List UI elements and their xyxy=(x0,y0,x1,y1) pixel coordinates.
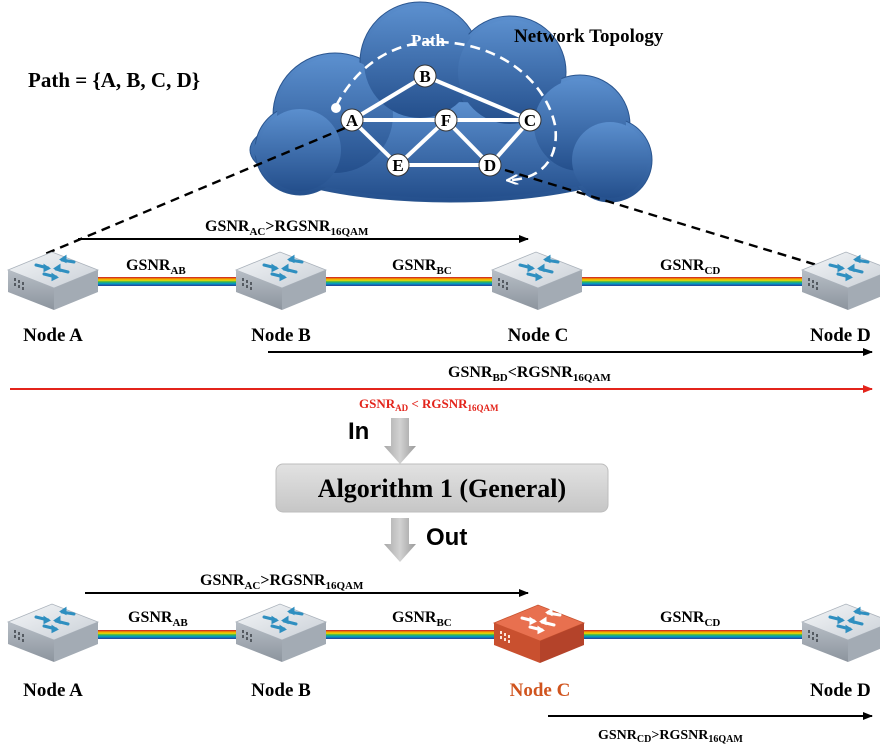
svg-text:D: D xyxy=(484,156,496,175)
top-node-b-icon xyxy=(234,250,328,312)
out-arrow xyxy=(384,518,416,562)
algorithm-box: Algorithm 1 (General) xyxy=(275,463,609,513)
top-label-gsnr-ac: GSNRAC>RGSNR16QAM xyxy=(205,218,369,238)
path-start-dot xyxy=(331,103,341,113)
bottom-label-gsnr-ac: GSNRAC>RGSNR16QAM xyxy=(200,572,364,592)
svg-text:B: B xyxy=(419,67,430,86)
top-node-d-icon xyxy=(800,250,880,312)
top-node-label-a: Node A xyxy=(23,325,83,346)
path-definition-label: Path = {A, B, C, D} xyxy=(28,68,200,92)
path-word-label: Path xyxy=(411,31,446,50)
bottom-node-label-b: Node B xyxy=(251,680,311,701)
topology-node-e: E xyxy=(386,153,410,177)
projection-line-right xyxy=(504,168,821,268)
bottom-span-label-cd: GSNRCD xyxy=(660,609,720,629)
top-node-labels: Node A Node B Node C Node D xyxy=(23,325,871,346)
projection-line-left xyxy=(44,126,346,256)
bottom-node-label-d: Node D xyxy=(810,680,871,701)
out-label: Out xyxy=(426,524,467,551)
topology-node-d: D xyxy=(478,153,502,177)
top-node-a-icon xyxy=(6,250,100,312)
bottom-span-label-bc: GSNRBC xyxy=(392,609,452,629)
topology-node-b: B xyxy=(413,64,437,88)
topology-node-a: A xyxy=(340,108,364,132)
top-label-gsnr-bd: GSNRBD<RGSNR16QAM xyxy=(448,364,611,384)
bottom-node-c-icon-highlighted xyxy=(492,603,586,665)
bottom-span-label-ab: GSNRAB xyxy=(128,609,188,629)
bottom-node-labels: Node A Node B Node C Node D xyxy=(23,680,871,701)
bottom-node-label-a: Node A xyxy=(23,680,83,701)
bottom-node-d-icon xyxy=(800,602,880,664)
top-label-gsnr-ad: GSNRAD < RGSNR16QAM xyxy=(359,396,499,413)
top-node-c-icon xyxy=(490,250,584,312)
algorithm-label: Algorithm 1 (General) xyxy=(318,474,566,503)
topology-node-f: F xyxy=(434,108,458,132)
topology-node-c: C xyxy=(518,108,542,132)
top-node-label-d: Node D xyxy=(810,325,871,346)
path-arc xyxy=(334,40,558,180)
in-label: In xyxy=(348,418,369,445)
top-node-label-b: Node B xyxy=(251,325,311,346)
top-span-label-cd: GSNRCD xyxy=(660,257,720,277)
bottom-label-gsnr-cd: GSNRCD>RGSNR16QAM xyxy=(598,728,743,745)
topology-nodes: B A F C E D xyxy=(340,64,542,177)
top-span-label-ab: GSNRAB xyxy=(126,257,186,277)
network-topology-title: Network Topology xyxy=(514,26,664,47)
bottom-span-labels: GSNRAB GSNRBC GSNRCD xyxy=(128,609,720,629)
in-arrow xyxy=(384,418,416,464)
bottom-node-label-c: Node C xyxy=(510,680,571,701)
bottom-fiber-links xyxy=(92,630,806,639)
svg-text:C: C xyxy=(524,111,536,130)
bottom-node-a-icon xyxy=(6,602,100,664)
top-node-label-c: Node C xyxy=(508,325,569,346)
top-fiber-links xyxy=(92,277,806,286)
top-span-label-bc: GSNRBC xyxy=(392,257,452,277)
top-span-labels: GSNRAB GSNRBC GSNRCD xyxy=(126,257,720,277)
bottom-node-b-icon xyxy=(234,602,328,664)
svg-text:A: A xyxy=(346,111,359,130)
svg-text:E: E xyxy=(392,156,403,175)
svg-text:F: F xyxy=(441,111,451,130)
